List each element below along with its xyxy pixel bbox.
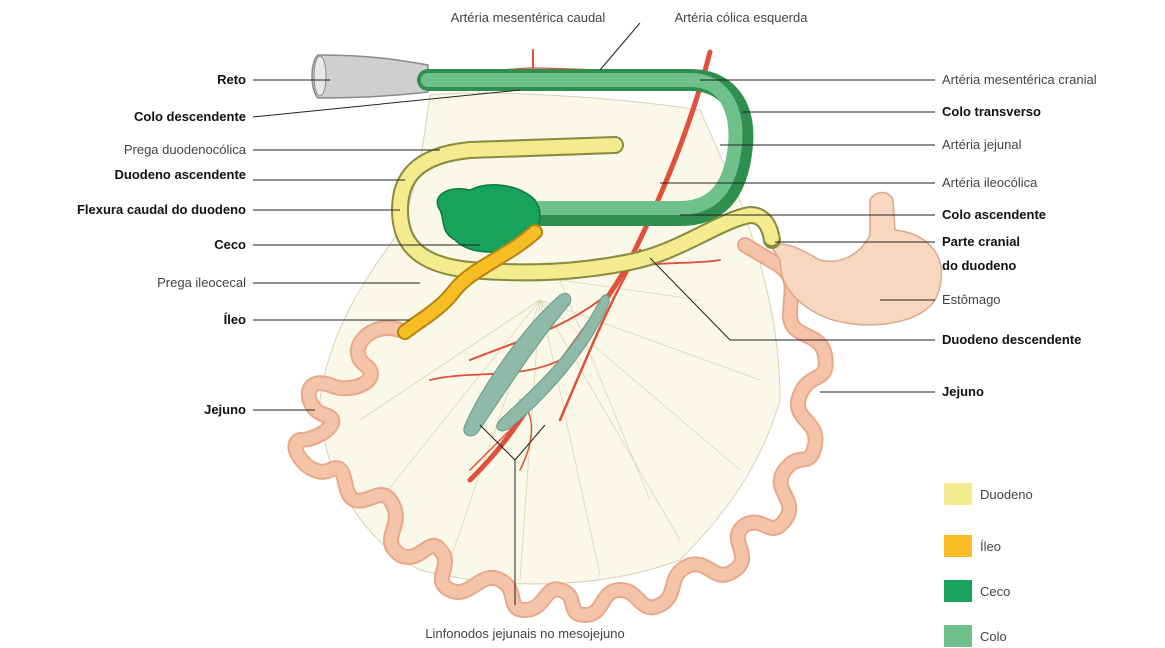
label-art-mesenterica-cranial: Artéria mesentérica cranial bbox=[942, 72, 1097, 87]
label-colo-ascendente: Colo ascendente bbox=[942, 207, 1046, 222]
legend-swatch-duodeno bbox=[944, 483, 972, 505]
label-prega-duodenocolica: Prega duodenocólica bbox=[124, 142, 247, 157]
label-ceco: Ceco bbox=[214, 237, 246, 252]
label-ileo: Íleo bbox=[224, 312, 246, 327]
legend-label-duodeno: Duodeno bbox=[980, 487, 1033, 502]
label-jejuno-right: Jejuno bbox=[942, 384, 984, 399]
label-art-jejunal: Artéria jejunal bbox=[942, 137, 1022, 152]
label-duodeno-descendente: Duodeno descendente bbox=[942, 332, 1081, 347]
legend-label-ceco: Ceco bbox=[980, 584, 1010, 599]
legend: Duodeno Íleo Ceco Colo bbox=[944, 483, 1033, 647]
legend-swatch-ceco bbox=[944, 580, 972, 602]
legend-swatch-colo bbox=[944, 625, 972, 647]
label-jejuno-left: Jejuno bbox=[204, 402, 246, 417]
legend-label-ileo: Íleo bbox=[980, 539, 1001, 554]
label-art-ileocolica: Artéria ileocólica bbox=[942, 175, 1038, 190]
label-prega-ileocecal: Prega ileocecal bbox=[157, 275, 246, 290]
label-reto: Reto bbox=[217, 72, 246, 87]
label-estomago: Estômago bbox=[942, 292, 1001, 307]
label-art-mesenterica-caudal: Artéria mesentérica caudal bbox=[451, 10, 606, 25]
label-linfonodos: Linfonodos jejunais no mesojejuno bbox=[425, 626, 624, 641]
label-colo-descendente: Colo descendente bbox=[134, 109, 246, 124]
label-duodeno-ascendente: Duodeno ascendente bbox=[115, 167, 246, 182]
legend-label-colo: Colo bbox=[980, 629, 1007, 644]
label-flexura-caudal: Flexura caudal do duodeno bbox=[77, 202, 246, 217]
label-parte-cranial-1: Parte cranial bbox=[942, 234, 1020, 249]
reto-shape bbox=[312, 55, 428, 98]
legend-swatch-ileo bbox=[944, 535, 972, 557]
label-colo-transverso: Colo transverso bbox=[942, 104, 1041, 119]
label-art-colica-esquerda: Artéria cólica esquerda bbox=[675, 10, 809, 25]
label-parte-cranial-2: do duodeno bbox=[942, 258, 1016, 273]
